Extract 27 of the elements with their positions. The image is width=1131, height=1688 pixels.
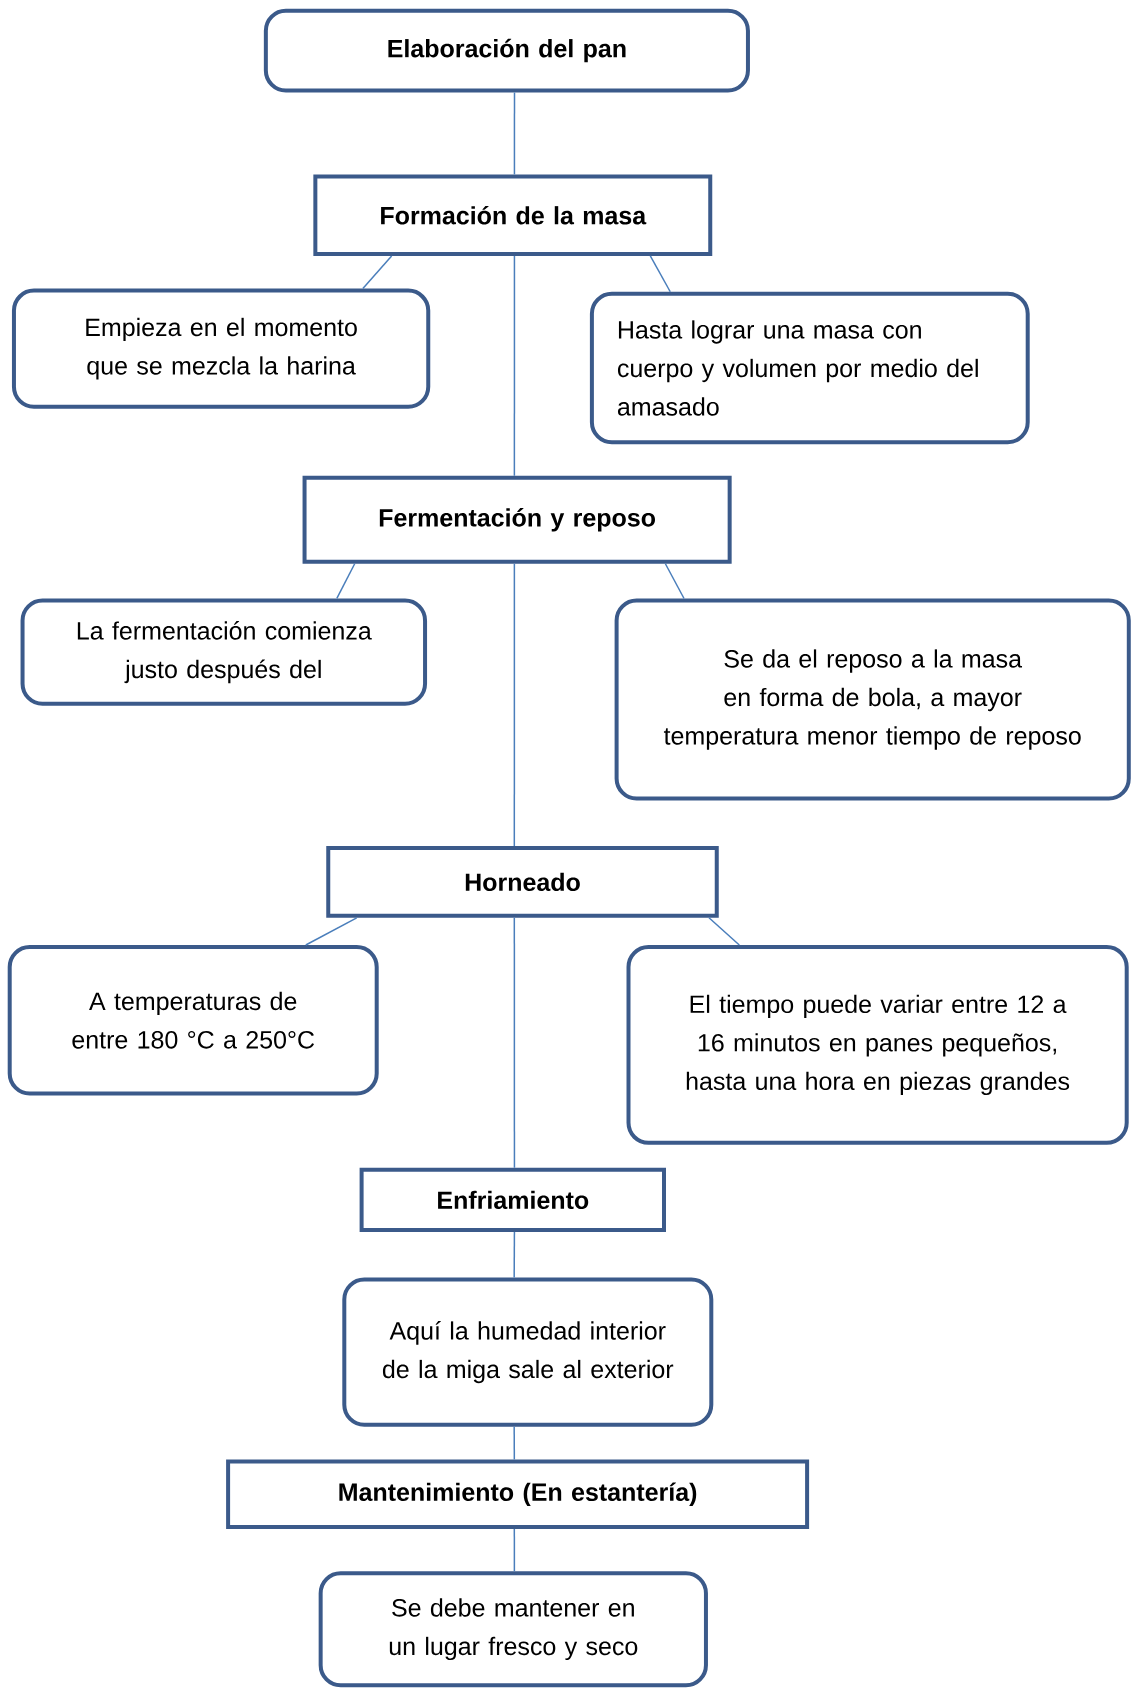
note-box: Hasta lograr una masa con cuerpo y volumen por medio del amasado (589, 291, 1030, 445)
connector-line (513, 255, 516, 477)
connector-line (513, 1528, 516, 1572)
connector-line (336, 563, 356, 600)
title-box: Elaboración del pan (263, 8, 750, 93)
step-box: Enfriamiento (359, 1167, 666, 1233)
step-box: Fermentación y reposo (302, 475, 732, 564)
step-box: Formación de la masa (313, 174, 713, 256)
connector-line (513, 91, 516, 176)
note-box: El tiempo puede variar entre 12 a 16 minutos en panes pequeños, hasta una hora en piezas grandes (626, 944, 1129, 1145)
note-box: A temperaturas de entre 180 °C a 250°C (7, 945, 379, 1096)
connector-line (362, 255, 393, 290)
connector-line (513, 1426, 516, 1461)
connector-line (708, 917, 741, 946)
step-box: Horneado (326, 846, 719, 918)
connector-line (513, 1231, 516, 1279)
note-box: Se da el reposo a la masa en forma de bola, a mayor temperatura menor tiempo de reposo (614, 598, 1131, 801)
connector-line (305, 917, 358, 946)
connector-line (513, 563, 516, 847)
note-box: La fermentación comienza justo después del (20, 598, 428, 706)
note-box: Aquí la humedad interior de la miga sale al exterior (342, 1277, 714, 1427)
connector-line (649, 255, 671, 293)
connector-line (513, 917, 516, 1169)
note-box: Se debe mantener en un lugar fresco y seco (318, 1571, 708, 1688)
step-box: Mantenimiento (En estantería) (226, 1459, 810, 1529)
connector-line (664, 563, 685, 600)
note-box: Empieza en el momento que se mezcla la harina (11, 288, 431, 409)
